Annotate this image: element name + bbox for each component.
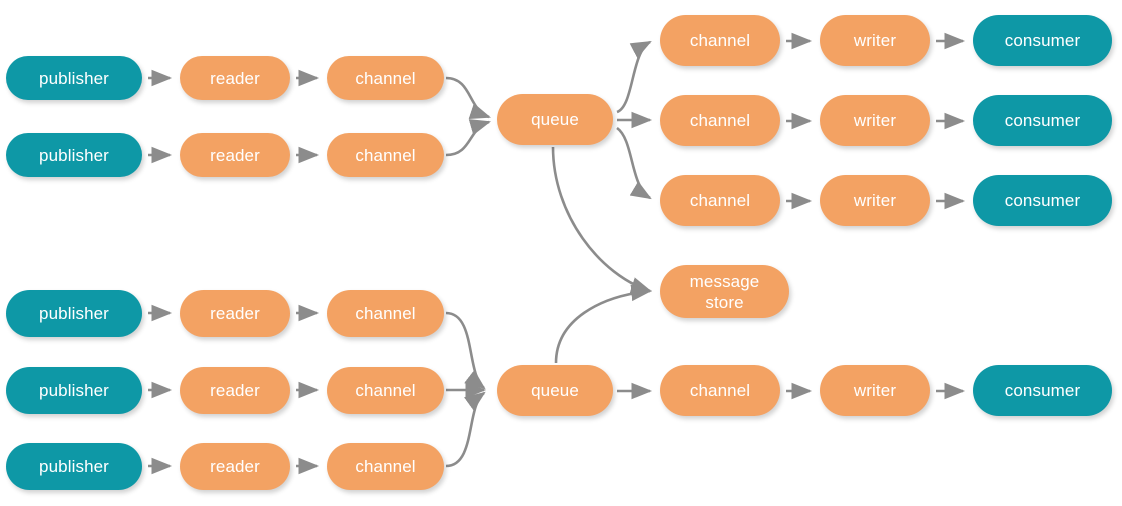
node-label-ch-1: channel [355, 68, 416, 88]
node-pub-5[interactable]: publisher [6, 443, 142, 490]
node-label-wr-2: writer [853, 111, 897, 130]
node-label-rd-3: reader [210, 304, 260, 323]
node-label-q-top: queue [531, 110, 579, 129]
node-label-pub-3: publisher [39, 304, 109, 323]
node-ch-o3[interactable]: channel [660, 175, 780, 226]
node-label-pub-1: publisher [39, 68, 109, 88]
node-wr-4[interactable]: writer [820, 365, 930, 416]
node-label-cons-2: consumer [1004, 111, 1081, 130]
node-label-cons-4: consumer [1004, 381, 1081, 400]
node-ch-o1[interactable]: channel [660, 15, 780, 66]
node-label-ch-o4: channel [689, 381, 751, 400]
node-pub-2[interactable]: publisher [6, 133, 142, 177]
node-cons-3[interactable]: consumer [973, 175, 1112, 226]
node-label-q-bot: queue [531, 381, 579, 400]
node-label-wr-4: writer [853, 381, 897, 400]
node-label-mstore: message store [689, 271, 760, 312]
node-wr-2[interactable]: writer [820, 95, 930, 146]
node-label-ch-o3: channel [689, 191, 751, 210]
node-ch-2[interactable]: channel [327, 133, 444, 177]
node-label-ch-2: channel [355, 145, 416, 165]
node-wr-3[interactable]: writer [820, 175, 930, 226]
node-q-top[interactable]: queue [497, 94, 613, 145]
node-rd-1[interactable]: reader [180, 56, 290, 100]
node-cons-1[interactable]: consumer [973, 15, 1112, 66]
node-label-rd-2: reader [210, 145, 260, 165]
node-ch-o2[interactable]: channel [660, 95, 780, 146]
node-label-pub-2: publisher [39, 145, 109, 165]
node-ch-3[interactable]: channel [327, 290, 444, 337]
node-mstore[interactable]: message store [660, 265, 789, 318]
node-label-rd-4: reader [210, 381, 260, 400]
node-pub-4[interactable]: publisher [6, 367, 142, 414]
node-label-ch-o2: channel [689, 111, 751, 130]
node-label-wr-1: writer [853, 31, 897, 50]
node-label-ch-5: channel [355, 457, 416, 476]
node-pub-1[interactable]: publisher [6, 56, 142, 100]
node-rd-2[interactable]: reader [180, 133, 290, 177]
node-label-rd-5: reader [210, 457, 260, 476]
node-label-ch-4: channel [355, 381, 416, 400]
node-label-pub-4: publisher [39, 381, 109, 400]
node-ch-5[interactable]: channel [327, 443, 444, 490]
node-label-cons-3: consumer [1004, 191, 1081, 210]
node-ch-o4[interactable]: channel [660, 365, 780, 416]
node-pub-3[interactable]: publisher [6, 290, 142, 337]
node-rd-3[interactable]: reader [180, 290, 290, 337]
node-label-cons-1: consumer [1004, 31, 1081, 50]
node-label-rd-1: reader [210, 68, 260, 88]
node-wr-1[interactable]: writer [820, 15, 930, 66]
node-label-wr-3: writer [853, 191, 897, 210]
node-ch-1[interactable]: channel [327, 56, 444, 100]
node-cons-2[interactable]: consumer [973, 95, 1112, 146]
node-cons-4[interactable]: consumer [973, 365, 1112, 416]
node-rd-4[interactable]: reader [180, 367, 290, 414]
node-label-ch-o1: channel [689, 31, 751, 50]
node-label-ch-3: channel [355, 304, 416, 323]
node-ch-4[interactable]: channel [327, 367, 444, 414]
node-label-pub-5: publisher [39, 457, 109, 476]
node-rd-5[interactable]: reader [180, 443, 290, 490]
node-q-bot[interactable]: queue [497, 365, 613, 416]
